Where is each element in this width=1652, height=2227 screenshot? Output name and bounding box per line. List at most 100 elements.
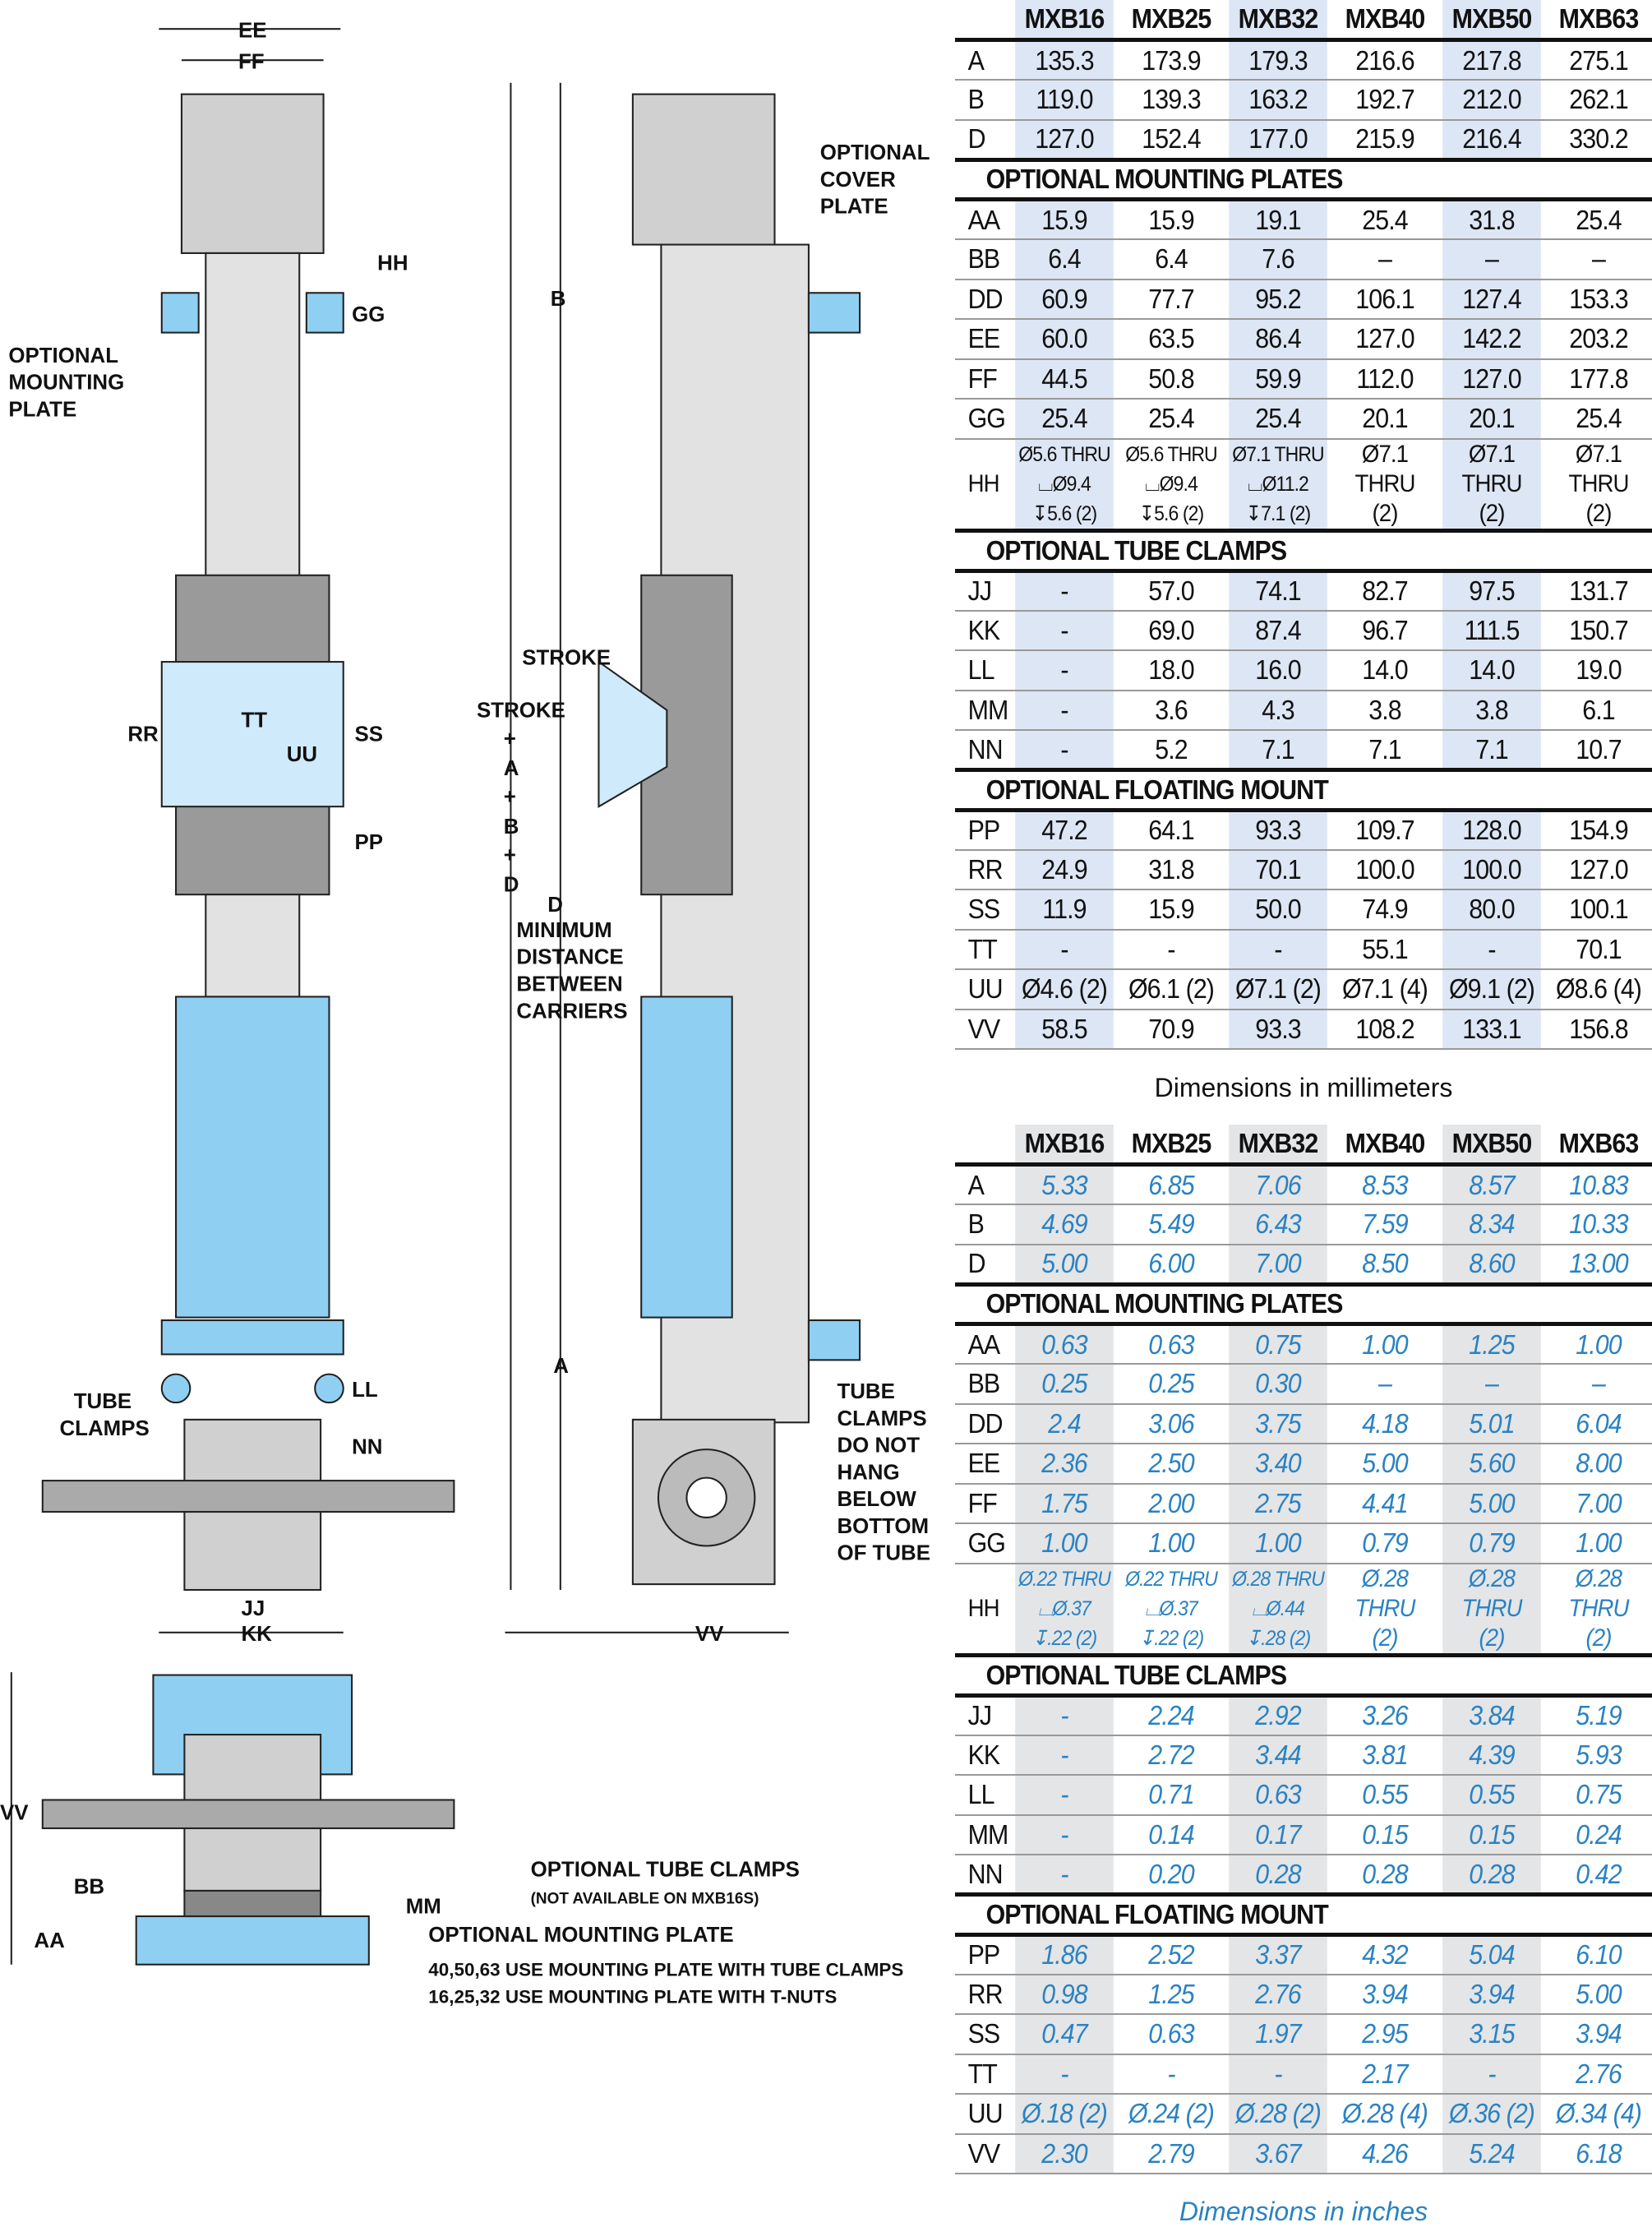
- value-cell: 10.33: [1549, 1204, 1648, 1245]
- row-label: EE: [957, 319, 1009, 360]
- value-cell: 217.8: [1442, 39, 1541, 81]
- label-min-distance: DISTANCE: [516, 946, 623, 969]
- value-cell: 179.3: [1229, 39, 1327, 81]
- value-cell: 2.76: [1229, 1974, 1327, 2015]
- value-cell: 216.6: [1336, 39, 1434, 81]
- section-header: OPTIONAL FLOATING MOUNT: [955, 768, 1652, 812]
- value-cell: 163.2: [1229, 80, 1327, 121]
- section-header: OPTIONAL MOUNTING PLATES: [955, 157, 1652, 201]
- value-cell: 0.71: [1122, 1775, 1221, 1816]
- value-cell: 127.0: [1015, 119, 1114, 160]
- section-title: OPTIONAL TUBE CLAMPS: [982, 529, 1625, 573]
- hh-line: ⌴Ø9.4: [1145, 472, 1198, 496]
- value-cell: 25.4: [1549, 399, 1648, 440]
- value-cell: 150.7: [1549, 610, 1648, 651]
- value-cell: 0.15: [1442, 1814, 1541, 1855]
- value-cell: 82.7: [1336, 571, 1434, 612]
- value-cell: 3.94: [1442, 1974, 1541, 2015]
- row-label: GG: [957, 399, 1009, 440]
- value-cell: 10.83: [1549, 1164, 1648, 1205]
- value-cell: Ø.28 THRU⌴Ø.44↧.28 (2): [1229, 1563, 1327, 1656]
- value-cell: 3.15: [1442, 2014, 1541, 2055]
- section-title: OPTIONAL FLOATING MOUNT: [982, 768, 1625, 812]
- dim-pp: PP: [355, 831, 384, 854]
- dim-total: STROKE: [477, 699, 565, 722]
- row-label: RR: [957, 849, 1009, 890]
- hh-line: ⌴Ø9.4: [1038, 472, 1091, 496]
- value-cell: 47.2: [1015, 810, 1114, 851]
- dim-aa: AA: [34, 1929, 64, 1952]
- value-cell: 57.0: [1122, 571, 1221, 612]
- dim-bb: BB: [74, 1875, 104, 1898]
- dim-uu: UU: [287, 743, 317, 766]
- value-cell: 5.04: [1442, 1934, 1541, 1975]
- value-cell: Ø.18 (2): [1015, 2094, 1114, 2135]
- value-cell: 1.25: [1122, 1974, 1221, 2015]
- rail-tube: [205, 252, 301, 580]
- model-header: MXB63: [1549, 0, 1648, 42]
- hh-line: (2): [1479, 499, 1506, 527]
- row-label: VV: [957, 2133, 1009, 2174]
- value-cell: 59.9: [1229, 358, 1327, 400]
- row-label: B: [957, 80, 1009, 121]
- hh-line: Ø7.1: [1575, 440, 1622, 468]
- value-cell: 7.00: [1229, 1244, 1327, 1285]
- value-cell: 93.3: [1229, 1009, 1327, 1050]
- label-min-distance: MINIMUM: [516, 919, 611, 942]
- value-cell: Ø.28 (4): [1336, 2094, 1434, 2135]
- value-cell: 5.2: [1122, 730, 1221, 771]
- value-cell: 212.0: [1442, 80, 1541, 121]
- end-cap: [180, 93, 325, 254]
- dim-total: +: [504, 843, 516, 866]
- value-cell: 7.6: [1229, 239, 1327, 280]
- model-header: MXB25: [1122, 1125, 1221, 1167]
- value-cell: 44.5: [1015, 358, 1114, 400]
- value-cell: 0.42: [1549, 1855, 1648, 1896]
- value-cell: –: [1336, 1364, 1434, 1405]
- value-cell: 3.81: [1336, 1735, 1434, 1776]
- value-cell: 2.75: [1229, 1483, 1327, 1524]
- value-cell: –: [1442, 239, 1541, 280]
- value-cell: 3.8: [1442, 690, 1541, 731]
- hh-line: THRU: [1461, 469, 1523, 497]
- value-cell: 128.0: [1442, 810, 1541, 851]
- value-cell: 5.00: [1015, 1244, 1114, 1285]
- hh-line: Ø.28 THRU: [1232, 1567, 1325, 1591]
- value-cell: 25.4: [1336, 199, 1434, 240]
- value-cell: 15.9: [1122, 199, 1221, 240]
- value-cell: 14.0: [1336, 650, 1434, 691]
- value-cell: 1.00: [1549, 1523, 1648, 1564]
- value-cell: 74.9: [1336, 889, 1434, 931]
- value-cell: 3.40: [1229, 1444, 1327, 1485]
- value-cell: -: [1015, 1855, 1114, 1896]
- value-cell: -: [1015, 1695, 1114, 1736]
- hh-line: (2): [1372, 499, 1399, 527]
- model-header: MXB40: [1336, 0, 1434, 42]
- value-cell: Ø.22 THRU⌴Ø.37↧.22 (2): [1122, 1563, 1221, 1656]
- hh-line: (2): [1585, 499, 1613, 527]
- value-cell: 177.8: [1549, 358, 1648, 400]
- value-cell: -: [1122, 929, 1221, 970]
- label-clamp-note: CLAMPS: [837, 1407, 926, 1430]
- dim-total: D: [504, 874, 519, 897]
- dim-total: A: [504, 757, 519, 780]
- hh-line: Ø.28: [1361, 1564, 1409, 1592]
- table-row: TT---2.17-2.76: [955, 2054, 1652, 2095]
- dim-a: A: [553, 1355, 569, 1378]
- dim-rr: RR: [127, 723, 159, 746]
- row-label: AA: [957, 199, 1009, 240]
- floating-mount: [160, 661, 344, 808]
- value-cell: 19.1: [1229, 199, 1327, 240]
- section-header: OPTIONAL FLOATING MOUNT: [955, 1892, 1652, 1937]
- value-cell: 2.36: [1015, 1444, 1114, 1485]
- value-cell: 8.00: [1549, 1444, 1648, 1485]
